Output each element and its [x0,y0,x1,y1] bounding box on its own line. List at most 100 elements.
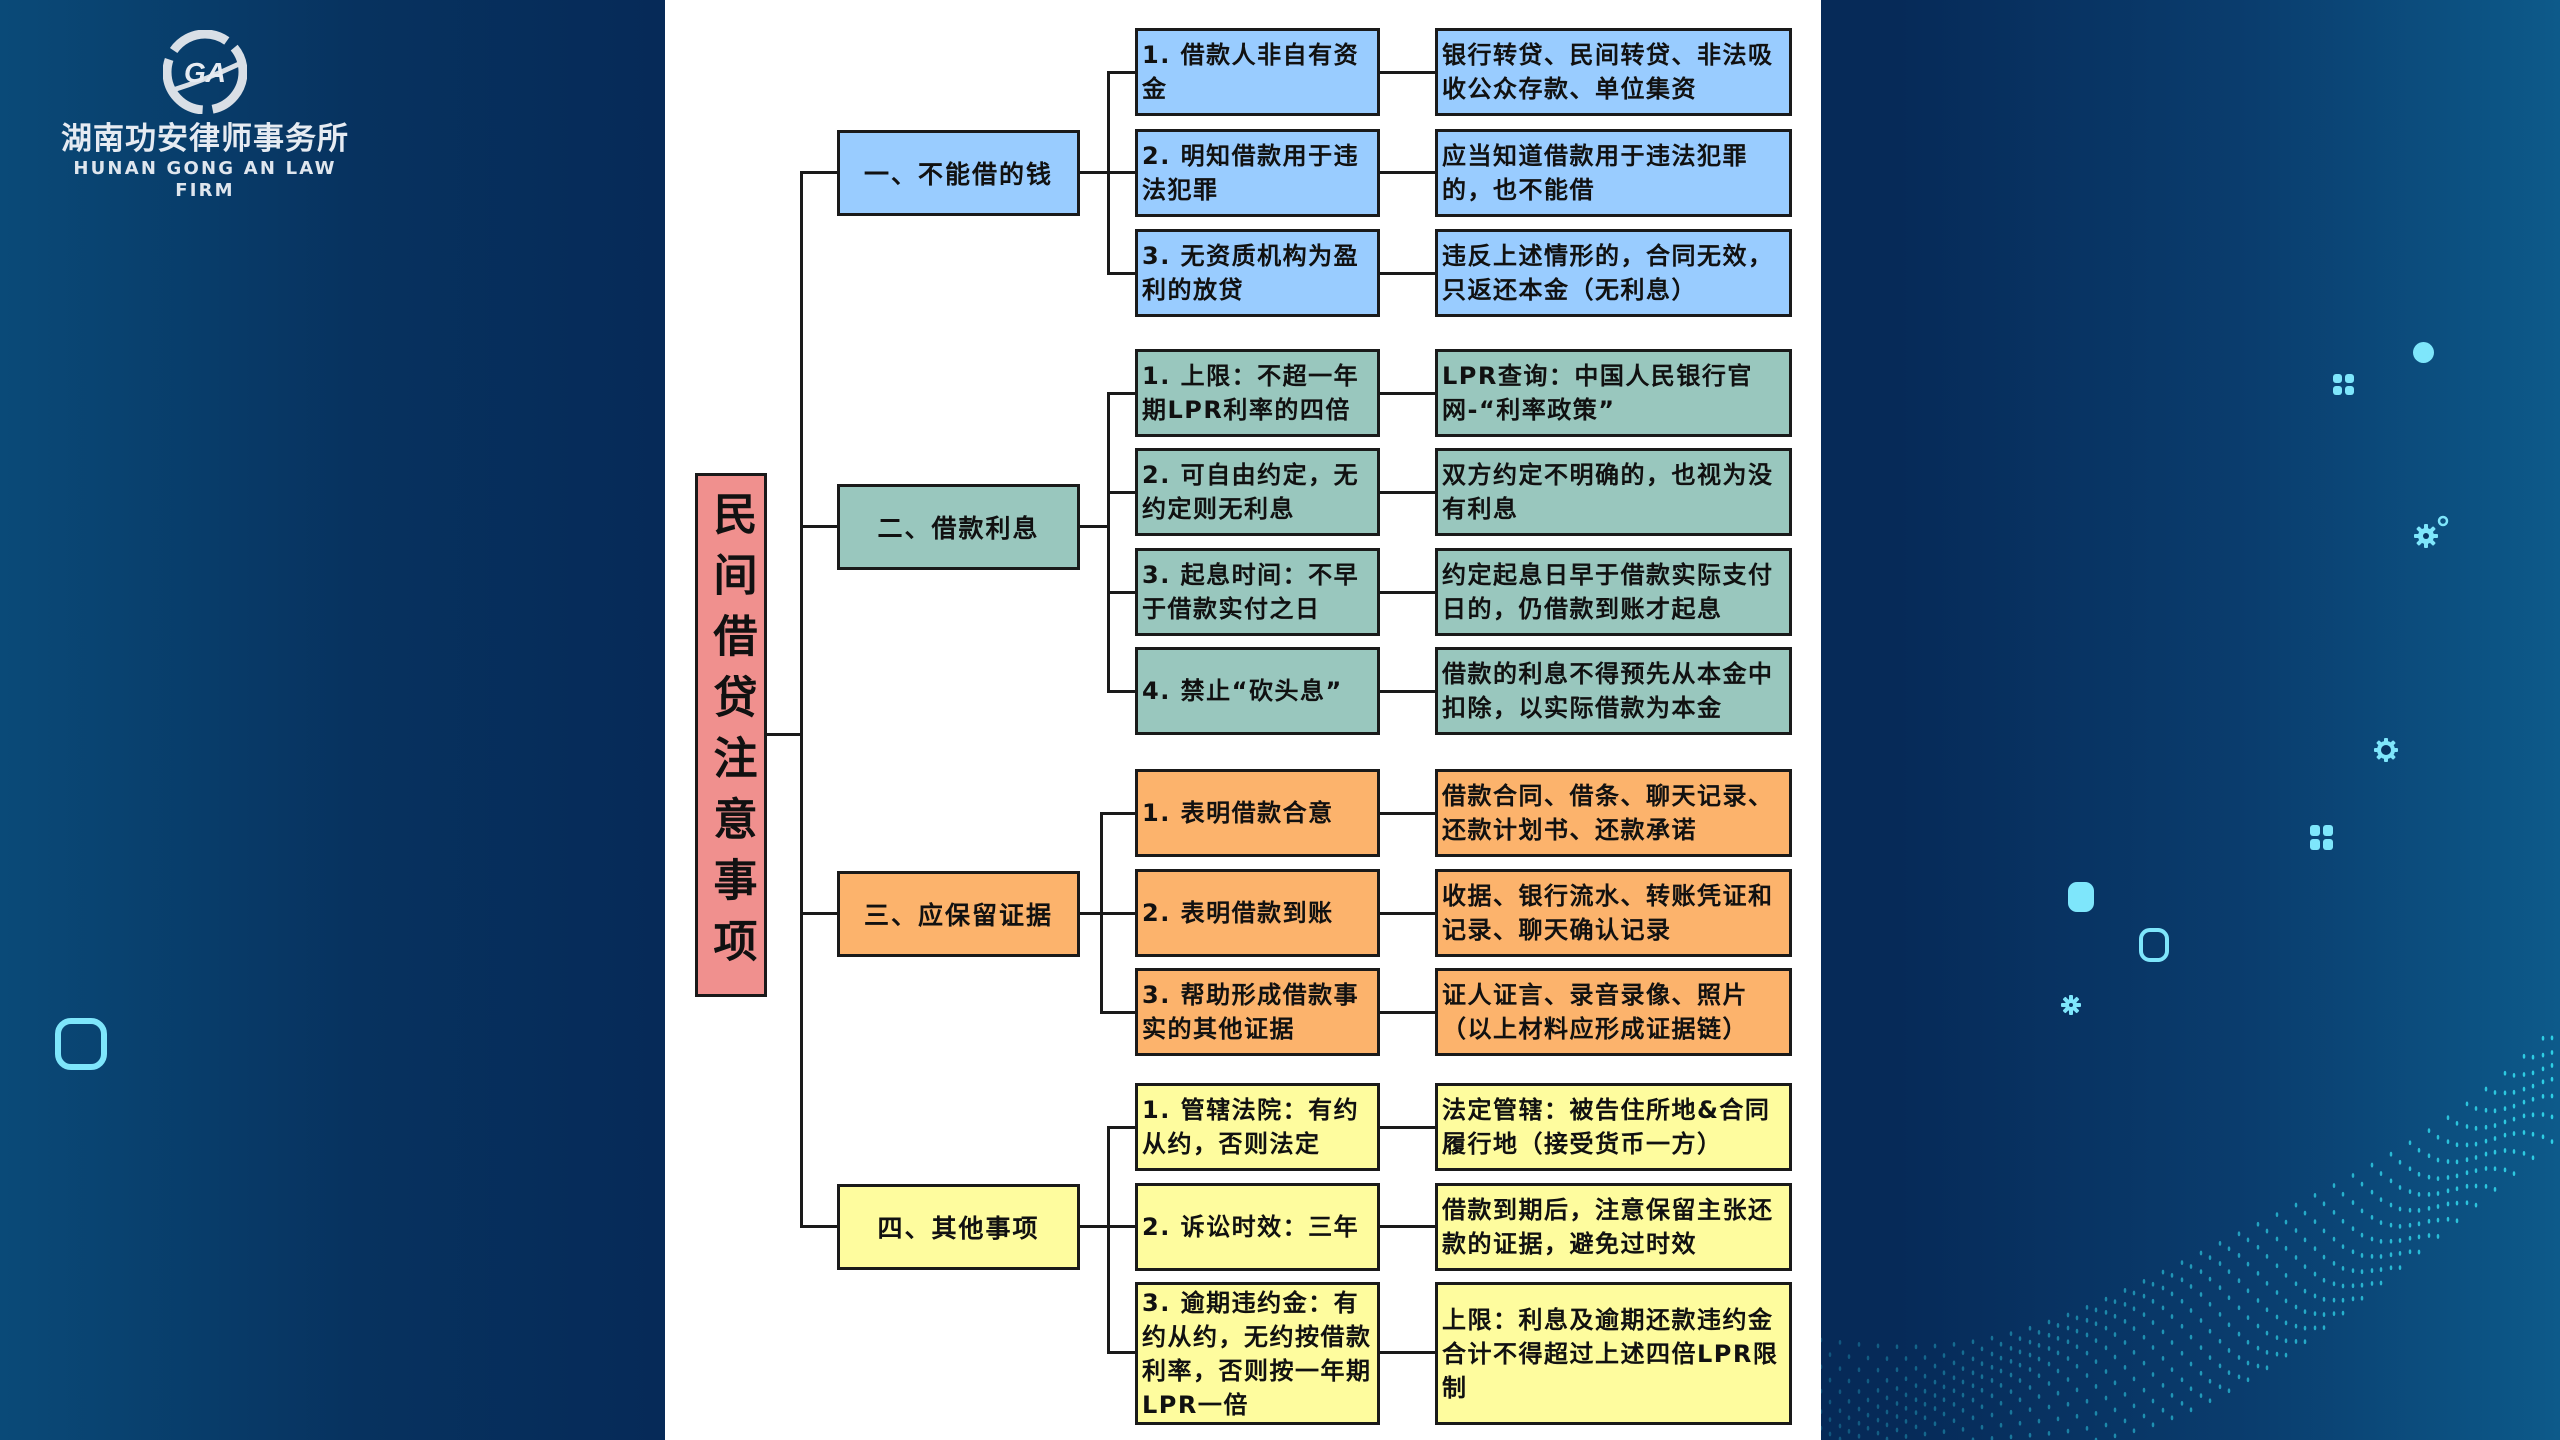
wave-dot [2436,1204,2440,1209]
wave-dot [2009,1358,2013,1364]
wave-dot [2028,1352,2032,1358]
firm-name-en: HUNAN GONG AN LAW FIRM [73,158,337,201]
wave-dot [2180,1323,2184,1329]
wave-dot [2379,1239,2383,1244]
firm-name-cn: 湖南功安律师事务所 [61,121,349,157]
wave-dot [2493,1108,2497,1114]
wave-dot [2227,1269,2231,1275]
wave-dot [1923,1401,1927,1407]
connector-line [1380,491,1435,494]
wave-dot [2522,1099,2526,1105]
wave-dot [1961,1379,1965,1385]
root-node: 民间借贷注意事项 [695,473,767,997]
wave-dot [1857,1420,1861,1426]
wave-dot [2075,1363,2079,1369]
detail-node: 借款合同、借条、聊天记录、还款计划书、还款承诺 [1435,769,1792,857]
wave-dot [2408,1249,2412,1255]
wave-dot [1990,1335,1994,1341]
wave-dot [2199,1318,2203,1323]
wave-dot [1838,1366,1842,1371]
wave-dot [2113,1380,2117,1386]
detail-node: 上限：利息及逾期还款违约金合计不得超过上述四倍LPR限制 [1435,1282,1792,1425]
connector-line [1380,71,1435,74]
wave-dot [2408,1189,2412,1194]
point-node: 2. 诉讼时效：三年 [1135,1183,1380,1271]
section-node-interest: 二、借款利息 [837,484,1080,570]
wave-dot [1952,1388,1956,1394]
wave-dot [1828,1417,1832,1423]
wave-dot [2237,1374,2241,1380]
gear-outline-icon [2373,737,2399,763]
wave-dot [1885,1377,1889,1383]
wave-dot [2455,1121,2459,1126]
wave-dot [1980,1346,1984,1352]
wave-dot [2484,1151,2488,1157]
detail-node: 借款的利息不得预先从本金中扣除，以实际借款为本金 [1435,647,1792,735]
wave-dot [2379,1267,2383,1272]
wave-dot [1980,1374,1984,1380]
section-node-other: 四、其他事项 [837,1184,1080,1270]
wave-dot [2199,1292,2203,1297]
wave-dot [2427,1218,2431,1224]
wave-dot [2522,1113,2526,1119]
wave-dot [1828,1399,1832,1405]
wave-dot [2360,1282,2364,1288]
wave-dot [2417,1171,2421,1177]
wave-dot [1933,1406,1937,1411]
wave-dot [2389,1252,2393,1258]
wave-dot [2199,1345,2203,1351]
detail-node: 约定起息日早于借款实际支付日的，仍借款到账才起息 [1435,548,1792,636]
wave-dot [2465,1170,2469,1176]
connector-line [767,733,802,736]
wave-dot [2037,1329,2041,1335]
wave-dot [1847,1415,1851,1421]
wave-dot [2360,1269,2364,1275]
wave-dot [2550,1035,2554,1041]
wave-dot [2389,1265,2393,1271]
dot-icon [2413,342,2434,363]
wave-dot [2341,1191,2345,1197]
wave-dot [2227,1295,2231,1301]
wave-dot [2322,1325,2326,1331]
wave-dot [2237,1278,2241,1284]
wave-dot [2246,1237,2250,1243]
wave-dot [2094,1307,2098,1313]
wave-dot [2180,1401,2184,1406]
wave-dot [1876,1388,1880,1393]
wave-dot [1933,1421,1937,1427]
point-node: 4. 禁止“砍头息” [1135,647,1380,735]
wave-dot [1933,1343,1937,1349]
wave-dot [2370,1214,2374,1220]
connector-line [1107,392,1135,395]
wave-dot [2284,1320,2288,1326]
wave-dot [1971,1383,1975,1389]
wave-dot [2512,1116,2516,1122]
wave-dot [2085,1317,2089,1323]
wave-dot [1904,1392,1908,1398]
wave-dot [2142,1413,2146,1419]
wave-dot [2161,1407,2165,1413]
wave-dot [2360,1208,2364,1214]
wave-dot [1952,1341,1956,1347]
wave-dot [2208,1328,2212,1334]
wave-dot [2370,1236,2374,1242]
wave-dot [1876,1404,1880,1410]
gears-icon [2414,514,2450,550]
wave-dot [2151,1372,2155,1377]
wave-dot [1980,1404,1984,1410]
wave-dot [2151,1320,2155,1325]
wave-dot [2009,1345,2013,1351]
wave-dot [2550,1063,2554,1068]
wave-dot [1847,1354,1851,1360]
wave-dot [2370,1254,2374,1259]
wave-dot [1914,1383,1918,1389]
wave-dot [2427,1191,2431,1197]
wave-dot [2047,1404,2051,1410]
wave-dot [2360,1253,2364,1258]
wave-dot [2417,1208,2421,1213]
wave-dot [2037,1418,2041,1424]
wave-dot [2379,1254,2383,1259]
wave-dot [2351,1173,2355,1178]
connector-line [1080,525,1108,528]
wave-dot [2256,1323,2260,1329]
